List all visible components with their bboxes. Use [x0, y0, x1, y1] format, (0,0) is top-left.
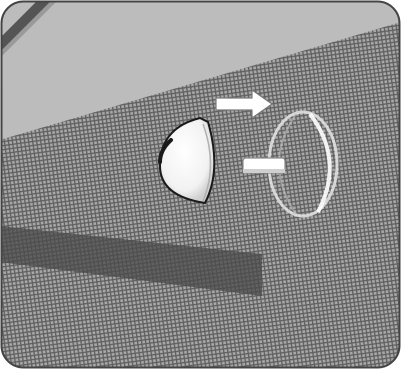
- removed-pin: [243, 158, 285, 173]
